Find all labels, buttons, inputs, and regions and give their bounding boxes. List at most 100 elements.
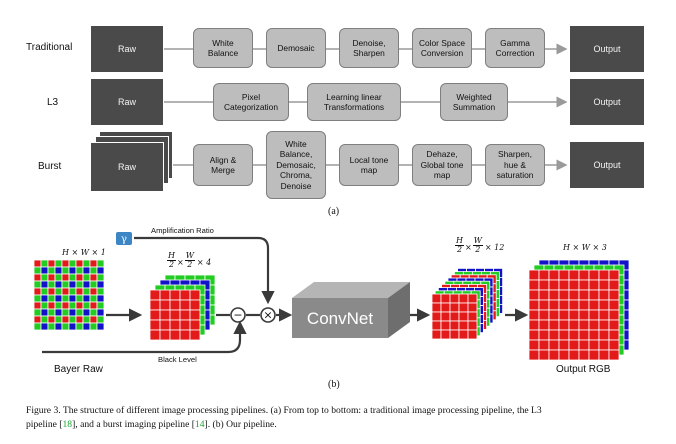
bayer-pixel — [82, 287, 91, 296]
frac-denominator: 2 — [475, 245, 481, 255]
row-label-traditional: Traditional — [26, 42, 73, 53]
rgb-cell — [548, 269, 560, 281]
rgb-cell — [598, 279, 610, 291]
rgb-cell — [608, 329, 620, 341]
stage-denoise-sharpen: Denoise, Sharpen — [339, 28, 399, 68]
bayer-pixel — [40, 287, 49, 296]
bayer-pixel — [82, 322, 91, 331]
bayer-pixel — [75, 301, 84, 310]
packed-cell — [179, 289, 191, 301]
rgb-cell — [528, 349, 540, 361]
bayer-pixel — [47, 273, 56, 282]
rgb-cell — [608, 309, 620, 321]
feature-cell — [458, 293, 469, 304]
bayer-pixel — [89, 273, 98, 282]
black-level-path — [42, 320, 247, 354]
rgb-cell — [538, 279, 550, 291]
bayer-pixel — [47, 315, 56, 324]
bayer-pixel — [96, 308, 105, 317]
bayer-pixel — [68, 259, 77, 268]
rgb-cell — [558, 269, 570, 281]
caption-line-2: pipeline [18], and a burst imaging pipel… — [26, 418, 666, 432]
feature-cell — [440, 293, 451, 304]
rgb-cell — [568, 339, 580, 351]
bayer-pixel — [82, 301, 91, 310]
bayer-pixel — [96, 266, 105, 275]
rgb-cell — [598, 309, 610, 321]
panel-b-label: (b) — [328, 379, 340, 390]
feature-cell — [440, 302, 451, 313]
rgb-cell — [558, 319, 570, 331]
bayer-pixel — [89, 301, 98, 310]
bayer-pixel — [68, 301, 77, 310]
rgb-cell — [598, 289, 610, 301]
rgb-cell — [558, 289, 570, 301]
rgb-cell — [568, 319, 580, 331]
bayer-pixel — [40, 294, 49, 303]
frac-denominator: 2 — [187, 260, 193, 270]
feature-cell — [449, 293, 460, 304]
output-box: Output — [570, 142, 644, 188]
bayer-pixel — [61, 308, 70, 317]
packed-cell — [169, 289, 181, 301]
citation-link[interactable]: 14 — [194, 418, 205, 430]
stage-align-merge: Align & Merge — [193, 144, 253, 186]
amplification-ratio-label: Amplification Ratio — [151, 226, 214, 235]
output-rgb-stack — [528, 259, 630, 361]
rgb-cell — [538, 289, 550, 301]
packed-cell — [149, 319, 161, 331]
bayer-pixel — [47, 301, 56, 310]
rgb-cell — [568, 269, 580, 281]
feature-cell — [440, 311, 451, 322]
rgb-cell — [608, 279, 620, 291]
bayer-pixel — [40, 280, 49, 289]
citation-link[interactable]: 18 — [62, 418, 73, 430]
bayer-pixel — [75, 280, 84, 289]
bayer-pixel — [61, 266, 70, 275]
bayer-pixel — [40, 315, 49, 324]
rgb-cell — [538, 299, 550, 311]
row-label-l3: L3 — [47, 97, 59, 108]
stage-weighted-summation: Weighted Summation — [440, 83, 508, 121]
rgb-cell — [588, 349, 600, 361]
gamma-symbol: γ — [121, 234, 127, 245]
bayer-pixel — [40, 266, 49, 275]
figure-caption: Figure 3. The structure of different ima… — [26, 404, 666, 432]
rgb-cell — [578, 319, 590, 331]
bayer-pixel — [82, 266, 91, 275]
bayer-pixel — [75, 308, 84, 317]
bayer-pixel — [40, 259, 49, 268]
bayer-pixel — [54, 273, 63, 282]
panel-a-label: (a) — [328, 206, 340, 217]
frac-times: × — [176, 258, 184, 268]
rgb-cell — [538, 309, 550, 321]
bayer-pixel — [61, 294, 70, 303]
rgb-cell — [558, 349, 570, 361]
rgb-cell — [598, 339, 610, 351]
rgb-cell — [598, 329, 610, 341]
rgb-cell — [568, 329, 580, 341]
packed-cell — [149, 289, 161, 301]
bayer-raw-label: Bayer Raw — [54, 364, 103, 375]
packed-cell — [179, 309, 191, 321]
frac-numerator: W — [472, 236, 483, 247]
rgb-cell — [608, 299, 620, 311]
rgb-cell — [548, 299, 560, 311]
multiply-symbol: × — [263, 309, 272, 322]
feature-cell — [458, 320, 469, 331]
subtract-operator — [230, 307, 246, 323]
bayer-pixel — [82, 259, 91, 268]
rgb-cell — [608, 319, 620, 331]
packed-cell — [159, 309, 171, 321]
bayer-pixel — [33, 322, 42, 331]
packed-cell — [189, 299, 201, 311]
rgb-cell — [548, 349, 560, 361]
bayer-pixel — [33, 259, 42, 268]
packed-dims-label: H 2 × W 2 × 4 — [167, 251, 212, 270]
bayer-pixel — [33, 266, 42, 275]
feature-cell — [467, 329, 478, 340]
feature-cell — [449, 311, 460, 322]
rgb-cell — [608, 339, 620, 351]
bayer-pixel — [33, 301, 42, 310]
packed-dims-tail: × 4 — [196, 258, 212, 268]
